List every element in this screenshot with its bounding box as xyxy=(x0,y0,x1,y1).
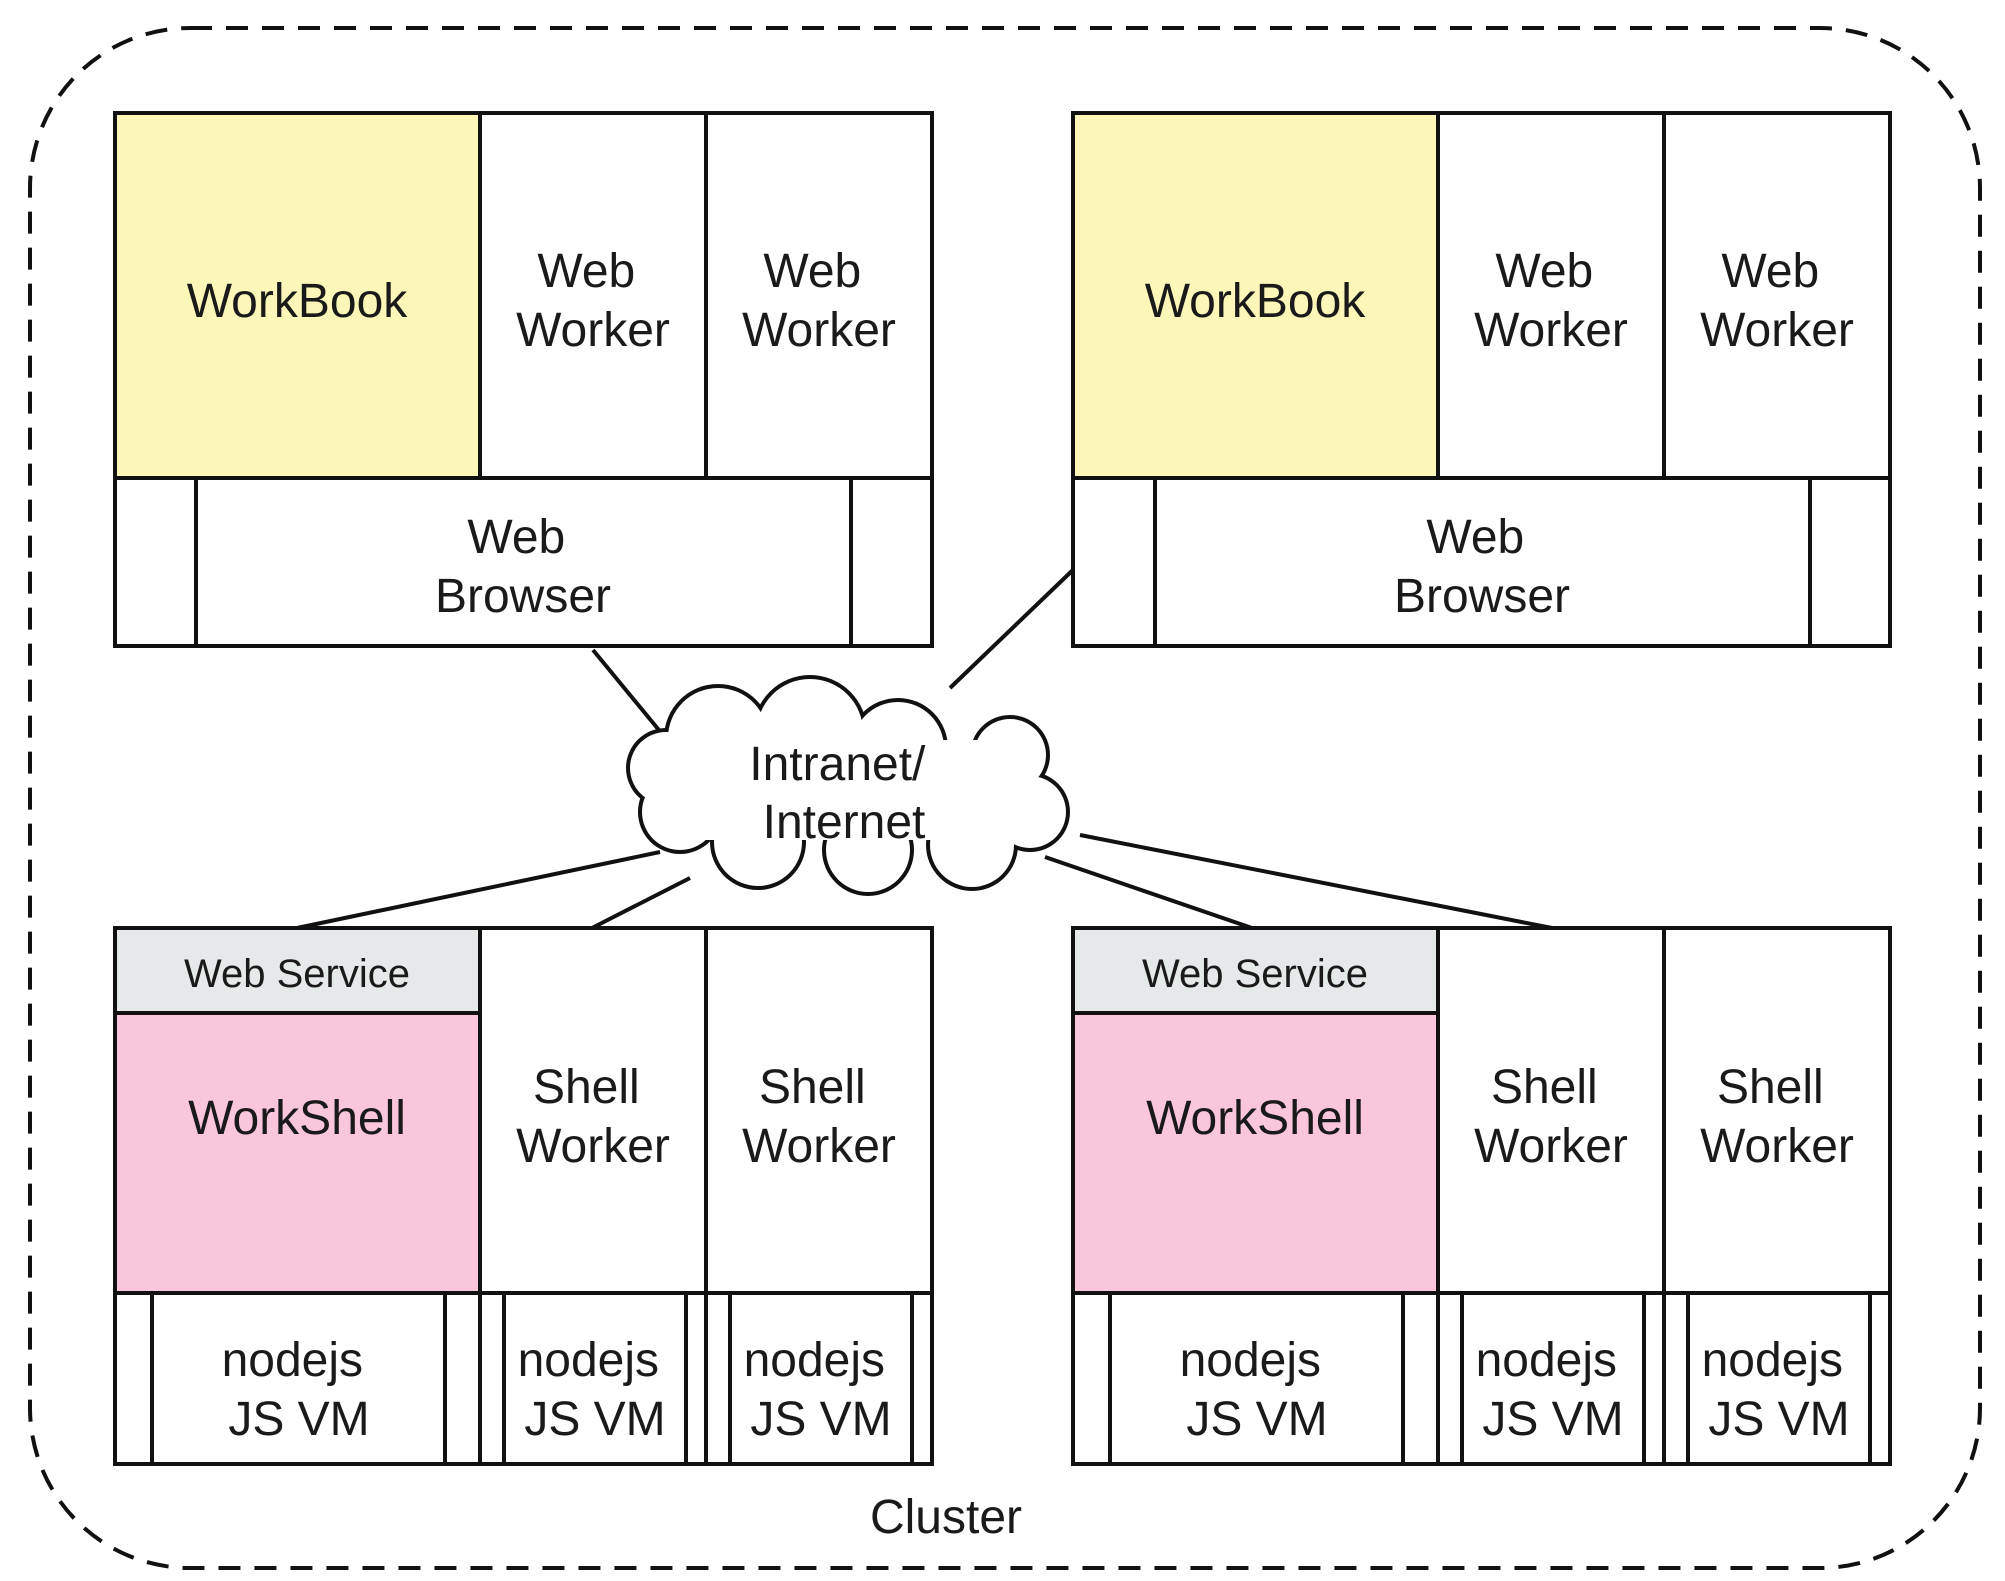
js-vm-box xyxy=(1108,1291,1405,1466)
network-label-line-2: Internet xyxy=(763,796,926,849)
workbook-label: WorkBook xyxy=(1145,275,1367,328)
link-left-shell-1 xyxy=(591,876,691,930)
workshell-box xyxy=(113,1011,482,1295)
workbook-label: WorkBook xyxy=(187,275,409,328)
shell-worker-label: Shell Worker xyxy=(742,1061,896,1173)
workbook-box xyxy=(1071,111,1440,480)
shell-worker-box xyxy=(1662,926,1892,1295)
web-browser-label: Web Browser xyxy=(435,511,611,623)
link-left-browser xyxy=(591,648,665,737)
shell-worker-label: Shell Worker xyxy=(516,1061,670,1173)
web-worker-label: Web Worker xyxy=(516,245,670,357)
web-service-box xyxy=(1071,926,1440,1015)
js-vm-label: nodejs JS VM xyxy=(518,1334,673,1446)
workbook-box xyxy=(113,111,482,480)
web-browser-box xyxy=(113,476,934,648)
js-vm-label: nodejs JS VM xyxy=(1702,1334,1857,1446)
web-worker-label: Web Worker xyxy=(1474,245,1628,357)
network-links xyxy=(296,566,1553,930)
js-vm-box xyxy=(728,1291,914,1466)
js-vm-box xyxy=(1686,1291,1872,1466)
link-right-service xyxy=(1044,855,1253,930)
web-worker-box xyxy=(1436,111,1666,480)
js-vm-box xyxy=(150,1291,447,1466)
workshell-label: WorkShell xyxy=(1146,1092,1364,1145)
link-left-service xyxy=(296,850,661,930)
js-vm-label: nodejs JS VM xyxy=(744,1334,899,1446)
network-cloud: Intranet/ Internet xyxy=(626,675,1070,896)
web-service-label: Web Service xyxy=(184,952,410,996)
server-node-right: Web Service WorkShell Shell Worker Shell… xyxy=(1071,926,1892,1466)
browser-node-right: WorkBook Web Worker Web Worker Web Brows… xyxy=(1071,111,1892,648)
web-worker-box xyxy=(704,111,934,480)
js-vm-box xyxy=(1460,1291,1646,1466)
link-right-shell-2 xyxy=(1079,833,1553,930)
network-label-line-1: Intranet/ xyxy=(749,738,926,791)
web-worker-label: Web Worker xyxy=(1700,245,1854,357)
workshell-box xyxy=(1071,1011,1440,1295)
web-service-label: Web Service xyxy=(1142,952,1368,996)
js-vm-box xyxy=(502,1291,688,1466)
browser-node-left: WorkBook Web Worker Web Worker Web Brows… xyxy=(113,111,934,648)
web-browser-box xyxy=(1071,476,1892,648)
js-vm-label: nodejs JS VM xyxy=(222,1334,377,1446)
shell-worker-label: Shell Worker xyxy=(1700,1061,1854,1173)
cluster-label: Cluster xyxy=(870,1491,1022,1544)
web-worker-label: Web Worker xyxy=(742,245,896,357)
shell-worker-box xyxy=(478,926,708,1295)
cluster-boundary xyxy=(28,26,1982,1570)
js-vm-label: nodejs JS VM xyxy=(1180,1334,1335,1446)
web-browser-label: Web Browser xyxy=(1394,511,1570,623)
svg-text:Intranet/ Internet: Intranet/ Internet xyxy=(749,738,938,849)
js-vm-label: nodejs JS VM xyxy=(1476,1334,1631,1446)
web-worker-box xyxy=(1662,111,1892,480)
server-node-left: Web Service WorkShell Shell Worker Shell… xyxy=(113,926,934,1466)
workshell-label: WorkShell xyxy=(188,1092,406,1145)
link-right-browser xyxy=(948,566,1077,690)
shell-worker-label: Shell Worker xyxy=(1474,1061,1628,1173)
